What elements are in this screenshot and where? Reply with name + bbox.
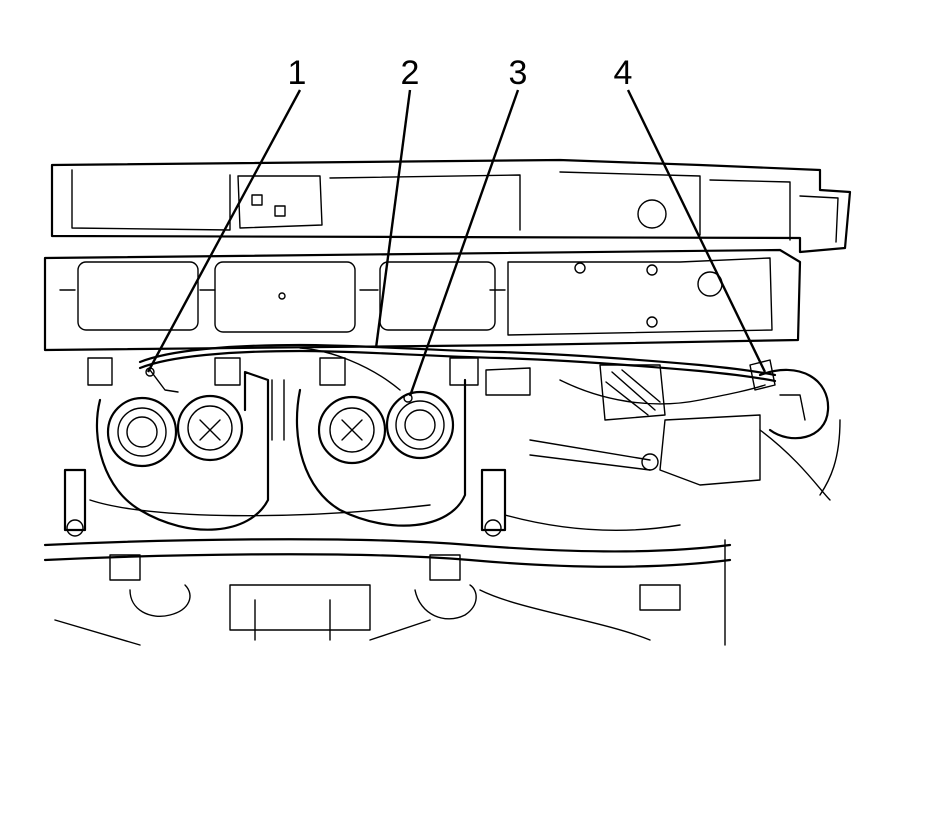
center-injector-assembly [271, 378, 467, 527]
callout-label-4: 4 [614, 54, 633, 92]
top-housing [50, 158, 852, 254]
leader-line-3 [408, 89, 520, 397]
callout-label-1: 1 [288, 54, 307, 92]
right-side-components [529, 359, 841, 611]
leader-line-2 [374, 89, 412, 349]
callout-label-2: 2 [401, 54, 420, 92]
mounting-brackets [63, 357, 531, 537]
leader-line-4 [626, 89, 767, 373]
leader-line-1 [146, 89, 302, 373]
wiring-harness [138, 343, 777, 405]
lower-components [54, 539, 726, 646]
left-injector-assembly [95, 367, 270, 531]
callout-leaders [146, 89, 767, 397]
mid-rail [43, 248, 802, 352]
callout-label-3: 3 [509, 54, 528, 92]
lower-crossmember [43, 499, 732, 581]
